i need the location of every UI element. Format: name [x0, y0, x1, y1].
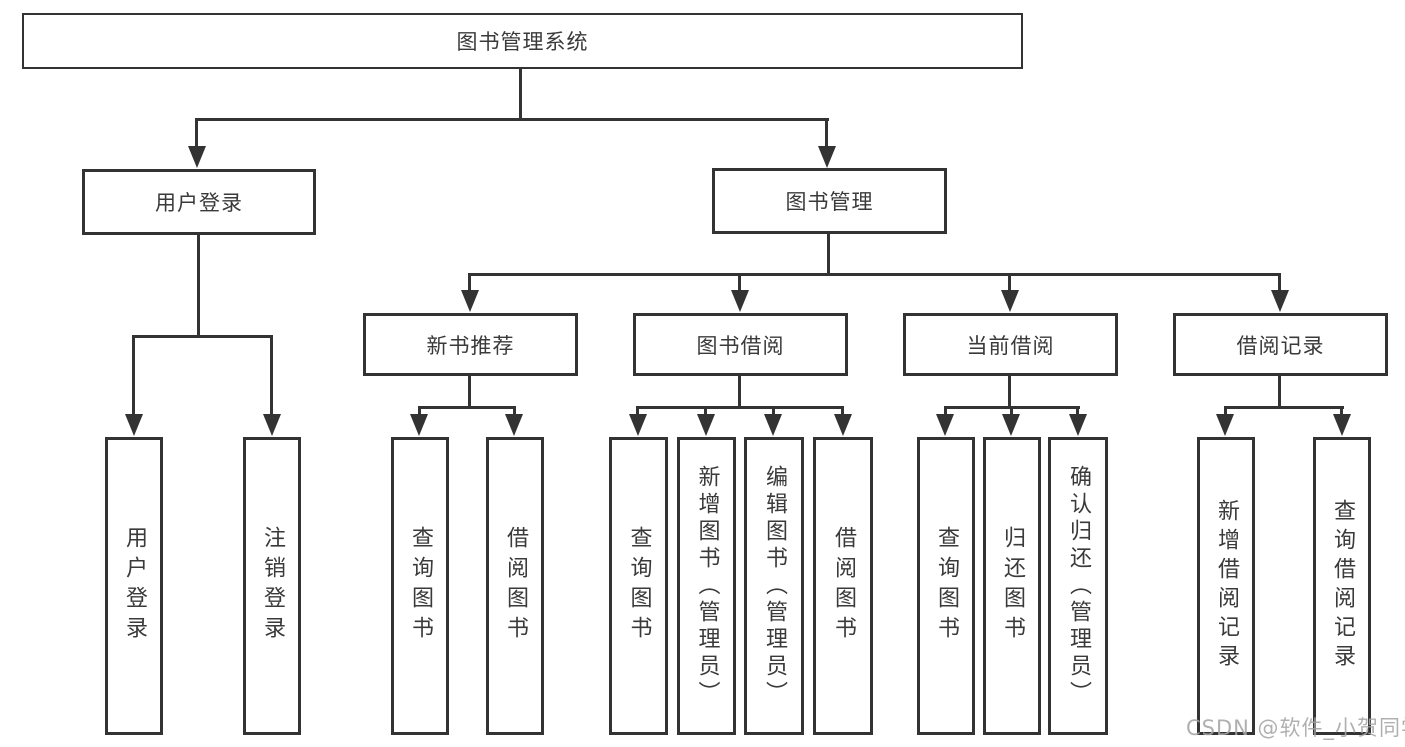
node-borrow-records: 借阅记录: [1173, 313, 1388, 376]
connector-drop: [1010, 406, 1013, 416]
arrow-down-icon: [1069, 414, 1087, 436]
leaf-query-books-current: 查询图书: [917, 437, 975, 735]
connector-drop: [1076, 406, 1079, 416]
connector-rail-new-book: [418, 406, 516, 409]
leaf-query-books-recommend: 查询图书: [391, 437, 449, 735]
node-library-management-system: 图书管理系统: [22, 13, 1023, 69]
arrow-down-icon: [764, 414, 782, 436]
arrow-down-icon: [505, 414, 523, 436]
arrow-down-icon: [461, 290, 479, 312]
arrow-down-icon: [1333, 414, 1351, 436]
connector-drop: [636, 406, 639, 416]
arrow-down-icon: [629, 414, 647, 436]
arrow-down-icon: [410, 414, 428, 436]
connector-stem-user-login: [197, 235, 200, 335]
connector-stem-book-borrow: [738, 375, 741, 406]
connector-rail-book-management: [468, 273, 1281, 276]
arrow-down-icon: [188, 146, 206, 168]
arrow-down-icon: [936, 414, 954, 436]
connector-drop: [704, 406, 707, 416]
arrow-down-icon: [263, 414, 281, 436]
arrow-down-icon: [1216, 414, 1234, 436]
node-user-login: 用户登录: [82, 169, 316, 235]
arrow-down-icon: [1002, 414, 1020, 436]
leaf-logout-login: 注销登录: [243, 437, 301, 735]
csdn-watermark: CSDN @软件_小贺同学: [1186, 716, 1405, 740]
arrow-down-icon: [731, 290, 749, 312]
arrow-down-icon: [125, 414, 143, 436]
arrow-down-icon: [1001, 290, 1019, 312]
connector-rail-book-borrow: [636, 406, 844, 409]
connector-drop-book-borrow: [738, 273, 741, 293]
connector-drop: [841, 406, 844, 416]
connector-drop-logout-leaf: [270, 335, 273, 417]
connector-drop-borrow-records: [1278, 273, 1281, 293]
connector-stem-new-book: [468, 375, 471, 406]
leaf-borrow-books: 借阅图书: [813, 437, 873, 735]
leaf-confirm-return-admin: 确认归还（管理员）: [1048, 437, 1108, 735]
connector-drop-current-borrow: [1008, 273, 1011, 293]
arrow-down-icon: [834, 414, 852, 436]
leaf-add-books-admin: 新增图书（管理员）: [677, 437, 736, 735]
connector-stem-borrow-records: [1278, 375, 1281, 406]
leaf-query-books-borrow: 查询图书: [609, 437, 668, 735]
connector-stem-current-borrow: [1008, 375, 1011, 406]
arrow-down-icon: [1271, 290, 1289, 312]
connector-stem-root: [519, 68, 522, 118]
node-new-book-recommend: 新书推荐: [363, 313, 578, 376]
connector-stem-book-management: [827, 234, 830, 273]
node-book-management: 图书管理: [712, 168, 947, 234]
node-book-borrow: 图书借阅: [633, 313, 848, 376]
connector-drop: [1340, 406, 1343, 416]
leaf-add-borrow-record: 新增借阅记录: [1197, 437, 1255, 735]
connector-drop-user-login: [195, 118, 198, 148]
connector-rail-borrow-records: [1224, 406, 1344, 409]
leaf-query-borrow-record: 查询借阅记录: [1313, 437, 1371, 735]
connector-drop: [418, 406, 421, 416]
connector-drop-login-leaf: [132, 335, 135, 417]
leaf-borrow-books-recommend: 借阅图书: [486, 437, 544, 735]
leaf-edit-books-admin: 编辑图书（管理员）: [744, 437, 804, 735]
arrow-down-icon: [697, 414, 715, 436]
leaf-return-books: 归还图书: [983, 437, 1041, 735]
connector-drop-new-book: [468, 273, 471, 293]
leaf-user-login: 用户登录: [105, 437, 163, 735]
connector-drop: [772, 406, 775, 416]
connector-drop: [944, 406, 947, 416]
arrow-down-icon: [818, 146, 836, 168]
connector-drop: [1224, 406, 1227, 416]
connector-drop-book-management: [825, 118, 828, 148]
connector-rail-root: [195, 118, 829, 121]
node-current-borrow: 当前借阅: [903, 313, 1118, 376]
connector-drop: [513, 406, 516, 416]
connector-rail-user-login: [132, 335, 273, 338]
